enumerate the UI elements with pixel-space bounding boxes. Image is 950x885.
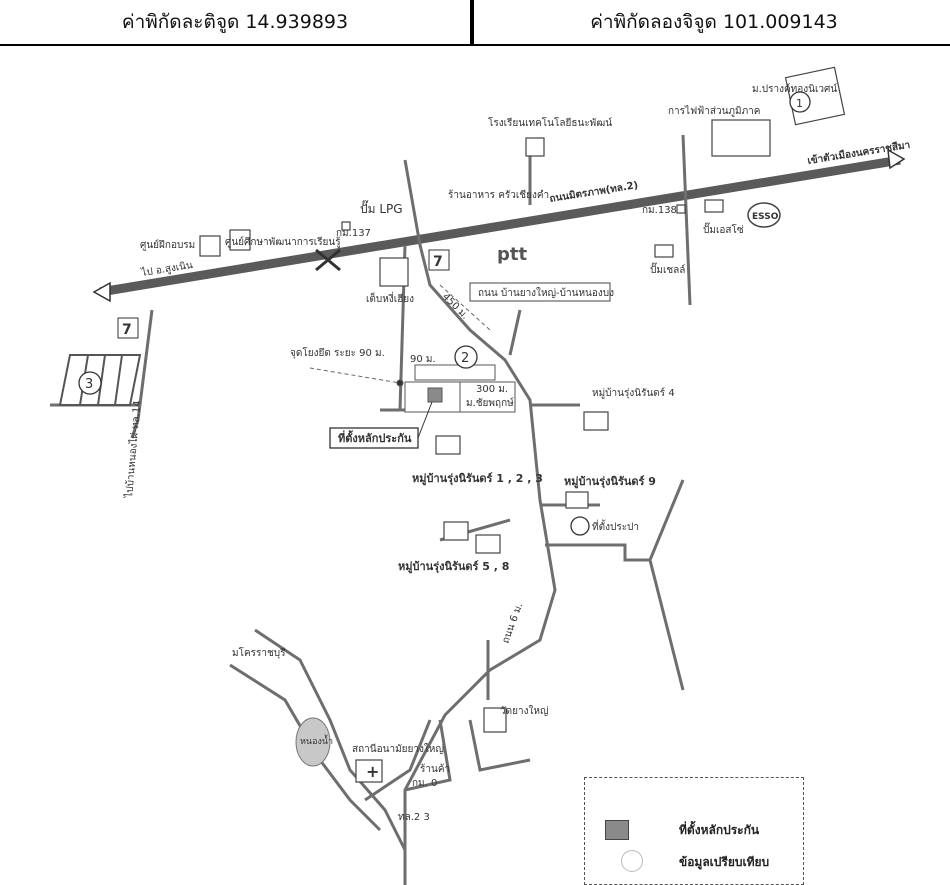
latitude-label: ค่าพิกัดละติจูด 14.939893 [121, 11, 349, 33]
arrow-left-icon [92, 281, 111, 303]
label-village123: หมู่บ้านรุ่งนิรันดร์ 1 , 2 , 3 [412, 472, 543, 486]
map-labels: ม.ปรางค์ทองนิเวศน์ โรงเรียนเทคโนโลยีธนะพ… [123, 83, 911, 823]
label-electric: การไฟฟ้าส่วนภูมิภาค [668, 105, 760, 117]
label-hospital: สถานีอนามัยยางใหญ่ [352, 743, 444, 755]
marker-3 [78, 371, 102, 395]
marker-1 [789, 91, 811, 113]
highway-road [92, 148, 906, 303]
shell-pump-icon [654, 244, 674, 258]
label-water: ที่ตั้งประปา [592, 519, 639, 533]
numbered-markers [78, 91, 811, 536]
center-icon [199, 235, 221, 257]
comparison-circle-icon [621, 850, 643, 872]
map-legend: ที่ตั้งหลักประกัน ข้อมูลเปรียบเทียบ [584, 777, 804, 885]
label-market: ร้านค้า [420, 763, 450, 775]
coordinates-header: ค่าพิกัดละติจูด 14.939893 ค่าพิกัดลองจิจ… [0, 0, 950, 46]
label-center2: ศูนย์ศึกษาพัฒนาการเรียนรู้ [225, 236, 341, 248]
svg-text:+: + [366, 762, 379, 781]
svg-text:7: 7 [122, 322, 132, 338]
marker-3-label: 3 [85, 377, 93, 392]
label-district: มโครราชบุรี [232, 646, 286, 659]
village-house-icon [475, 534, 501, 554]
label-km-mark: กม. 0 [412, 778, 437, 789]
school-icon [525, 137, 545, 157]
label-road-width: ถนน 6 ม. [500, 602, 525, 645]
shop-building-icon [379, 257, 409, 287]
seven-eleven-marks: 7 7 [117, 249, 450, 339]
label-village58: หมู่บ้านรุ่งนิรันดร์ 5 , 8 [398, 560, 509, 574]
collateral-marker [427, 387, 443, 403]
label-ref-point: จุดโยงยึด ระยะ 90 ม. [290, 346, 385, 359]
village-house-icon [565, 491, 589, 509]
header-divider [470, 0, 474, 44]
village-house-icon [435, 435, 461, 455]
label-temple: วัดยางใหญ่ [500, 705, 548, 717]
marker-2-label: 2 [461, 351, 469, 366]
label-road-b: ทล.2 3 [398, 812, 430, 823]
label-to-local14: ไปบ้านหนองไผ่-ทล.14 [123, 400, 144, 499]
hospital-icon [355, 759, 383, 783]
svg-text:ESSO: ESSO [752, 212, 779, 222]
legend-comparison-label: ข้อมูลเปรียบเทียบ [679, 855, 770, 869]
label-pump-esso: ปั๊มเอสโซ่ [703, 222, 744, 236]
electric-building-icon [711, 119, 771, 157]
pond-icon [295, 717, 331, 767]
label-pond: หนองน้ำ [300, 734, 333, 747]
legend-item-collateral: ที่ตั้งหลักประกัน [599, 818, 799, 842]
label-village-prang: ม.ปรางค์ทองนิเวศน์ [752, 83, 837, 95]
km137-post-icon [341, 221, 351, 231]
label-school: โรงเรียนเทคโนโลยีธนะพัฒน์ [488, 116, 612, 129]
label-road-local: ถนน บ้านยางใหญ่-บ้านหนองบง [478, 287, 614, 299]
label-village-chaiya: ม.ชัยพฤกษ์ [466, 397, 514, 409]
dashed-guides [309, 284, 491, 384]
marker-1-label: 1 [796, 97, 803, 110]
label-km137: กม.137 [336, 228, 371, 239]
collateral-swatch-icon [605, 820, 629, 840]
label-village4: หมู่บ้านรุ่งนิรันดร์ 4 [592, 387, 675, 399]
local-roads [50, 134, 692, 885]
label-collateral: ที่ตั้งหลักประกัน [338, 430, 412, 445]
label-center1: ศูนย์ฝึกอบรม [140, 239, 195, 251]
label-village9: หมู่บ้านรุ่งนิรันดร์ 9 [564, 475, 656, 489]
label-pump-shell: ปั๊มเชลล์ [650, 262, 685, 276]
collateral-plots [396, 364, 516, 413]
label-km138: กม.138 [642, 205, 677, 216]
buildings [199, 66, 846, 783]
label-ptt: ptt [497, 244, 527, 265]
boxed-labels: ถนน บ้านยางใหญ่-บ้านหนองบง ที่ตั้งหลักปร… [329, 282, 614, 449]
label-dist450: 450 ม. [440, 291, 470, 321]
longitude-label: ค่าพิกัดลองจิจูด 101.009143 [590, 11, 838, 33]
label-lpg: ปั๊ม LPG [360, 200, 403, 216]
label-chinese-shop: เต็บหงี่เฮียง [366, 291, 414, 305]
reference-point-icon [396, 379, 404, 387]
legend-collateral-label: ที่ตั้งหลักประกัน [679, 823, 760, 837]
location-map: 7 7 ESSO + 1 2 3 ม.ปรางค์ทองนิเวศน์ โรงเ… [50, 66, 911, 885]
temple-icon [483, 707, 507, 733]
traffic-light-icon [315, 248, 341, 272]
esso-pump-icon [704, 199, 724, 213]
legend-item-comparison: ข้อมูลเปรียบเทียบ [599, 850, 799, 874]
arrow-right-icon [887, 148, 906, 170]
svg-text:7: 7 [433, 254, 443, 270]
label-dist90: 90 ม. [410, 354, 436, 365]
center-icon [229, 229, 251, 251]
label-restaurant: ร้านอาหาร ครัวเชียงคำ [448, 189, 549, 201]
water-supply-circle [570, 516, 590, 536]
km138-post-icon [676, 204, 686, 214]
label-dist300: 300 ม. [476, 384, 508, 395]
village-house-icon [583, 411, 609, 431]
esso-logo-icon [747, 202, 781, 228]
village-house-icon [443, 521, 469, 541]
marker-2 [454, 345, 478, 369]
